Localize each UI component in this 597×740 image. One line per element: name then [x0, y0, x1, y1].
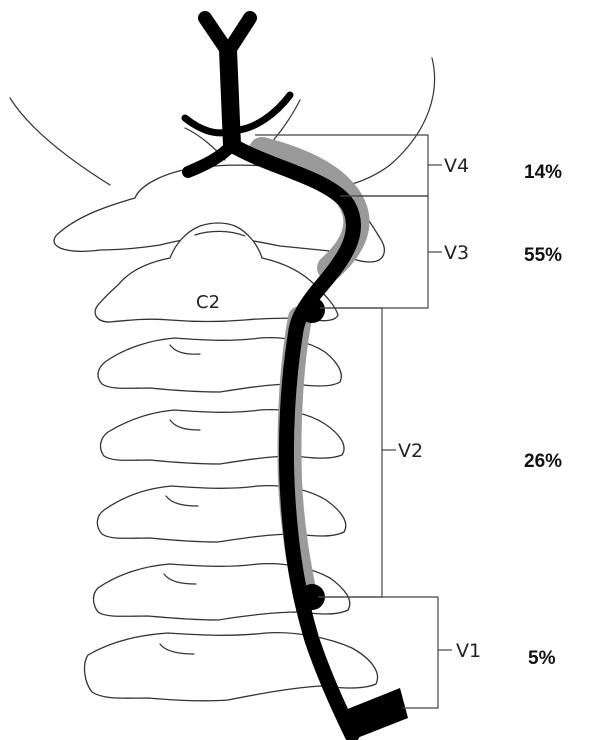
basilar-artery [185, 18, 290, 145]
percent-v4: 14% [524, 162, 562, 183]
label-v3: V3 [444, 242, 469, 264]
label-v2: V2 [398, 440, 423, 462]
label-v1: V1 [456, 640, 481, 662]
vertebra-c4 [101, 410, 344, 464]
label-v4: V4 [444, 155, 469, 177]
c2-label: C2 [196, 292, 220, 313]
vertebra-c5 [97, 486, 345, 542]
percent-v2: 26% [524, 451, 562, 472]
c2-foramen-marker [299, 297, 325, 323]
subclavian-stump [340, 688, 408, 740]
percent-v1: 5% [528, 648, 556, 669]
percent-v3: 55% [524, 245, 562, 266]
